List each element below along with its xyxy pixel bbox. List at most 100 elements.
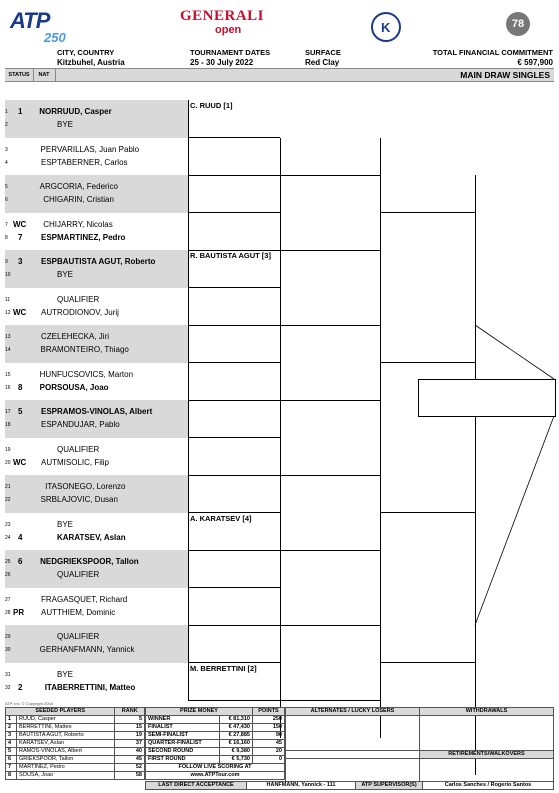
entry-nation: NOR bbox=[39, 107, 57, 116]
dates-label: TOURNAMENT DATES bbox=[190, 48, 271, 57]
acceptance-table: LAST DIRECT ACCEPTANCE HANFMANN, Yannick… bbox=[145, 781, 554, 790]
r2-entry-line bbox=[188, 399, 280, 401]
draw-entry[interactable]: QUALIFIER bbox=[5, 569, 188, 581]
entry-seed: 3 bbox=[18, 257, 23, 266]
draw-entry[interactable]: QUALIFIER bbox=[5, 444, 188, 456]
entry-name: FUCSOVICS, Marton bbox=[57, 369, 134, 379]
draw-title: MAIN DRAW SINGLES bbox=[460, 70, 550, 80]
draw-position: 27 bbox=[5, 596, 11, 603]
entry-nation: PER bbox=[40, 144, 57, 154]
draw-entry[interactable]: BYE bbox=[5, 519, 188, 531]
entry-name: VARILLAS, Juan Pablo bbox=[57, 144, 140, 154]
r2-entry-line bbox=[188, 174, 280, 176]
seed-number: 4 bbox=[5, 739, 17, 748]
draw-position: 20 bbox=[5, 459, 11, 466]
sf-entry-line bbox=[380, 662, 475, 663]
seed-number: 2 bbox=[5, 723, 17, 732]
seed-number: 8 bbox=[5, 771, 17, 780]
match-shade bbox=[5, 250, 188, 288]
prize-round: SEMI-FINALIST bbox=[145, 731, 220, 740]
draw-entry[interactable]: QUALIFIER bbox=[5, 631, 188, 643]
draw-position: 29 bbox=[5, 634, 11, 640]
qf-entry-line bbox=[280, 324, 380, 326]
copyright: ATP, Inc. © Copyright 2004 bbox=[5, 701, 53, 706]
seed-name: SOUSA, Joao bbox=[15, 771, 116, 780]
prize-money: € 27,885 bbox=[218, 731, 253, 740]
qf-entry-line bbox=[280, 249, 380, 251]
draw-entry[interactable]: BYE bbox=[5, 119, 188, 131]
retirements-title: RETIREMENTS/WALKOVERS bbox=[419, 750, 554, 759]
draw-position: 11 bbox=[5, 296, 11, 303]
draw-entry[interactable]: BYE bbox=[5, 669, 188, 681]
r2-entry-line bbox=[188, 137, 280, 138]
draw-position: 16 bbox=[5, 384, 11, 391]
r1-bracket-line bbox=[188, 400, 189, 438]
nat-header: NAT bbox=[33, 69, 56, 81]
seed-rank: 40 bbox=[114, 747, 145, 756]
entry-name: THIEM, Dominic bbox=[57, 607, 116, 617]
r2-entry-line bbox=[188, 249, 280, 251]
commitment-value: € 597,900 bbox=[517, 58, 553, 67]
r1-bracket-line bbox=[188, 625, 189, 663]
prize-round: FINALIST bbox=[145, 723, 220, 732]
draw-position: 21 bbox=[5, 484, 11, 490]
round1-winner: C. RUUD [1] bbox=[190, 101, 233, 110]
r2-entry-line bbox=[188, 512, 280, 513]
entry-name: LEHECKA, Jiri bbox=[57, 332, 110, 341]
draw-entry[interactable]: BYE bbox=[5, 269, 188, 281]
r2-entry-line bbox=[188, 324, 280, 326]
seed-number: 5 bbox=[5, 747, 17, 756]
prize-round: QUARTER-FINALIST bbox=[145, 739, 220, 748]
atp-url[interactable]: www.ATPTour.com bbox=[145, 771, 285, 780]
entry-name: RAMOS-VINOLAS, Albert bbox=[57, 407, 153, 416]
r1-bracket-line bbox=[188, 662, 189, 700]
qf-entry-line bbox=[280, 474, 380, 476]
lda-label: LAST DIRECT ACCEPTANCE bbox=[145, 781, 247, 790]
r1-bracket-line bbox=[188, 475, 189, 513]
draw-position: 7 bbox=[5, 221, 8, 228]
surface-value: Red Clay bbox=[305, 58, 340, 67]
prize-points: 45 bbox=[251, 739, 286, 748]
prize-points: 250 bbox=[251, 715, 286, 724]
draw-entry[interactable]: QUALIFIER bbox=[5, 294, 188, 306]
seeded-title: SEEDED PLAYERS bbox=[4, 707, 116, 716]
entry-name: QUALIFIER bbox=[57, 444, 100, 454]
dates-value: 25 - 30 July 2022 bbox=[190, 58, 254, 67]
draw-position: 19 bbox=[5, 446, 11, 453]
entry-name: BERRETTINI, Matteo bbox=[57, 682, 136, 692]
seed-number: 1 bbox=[5, 715, 17, 724]
qf-entry-line bbox=[280, 174, 380, 176]
r1-bracket-line bbox=[188, 100, 189, 138]
